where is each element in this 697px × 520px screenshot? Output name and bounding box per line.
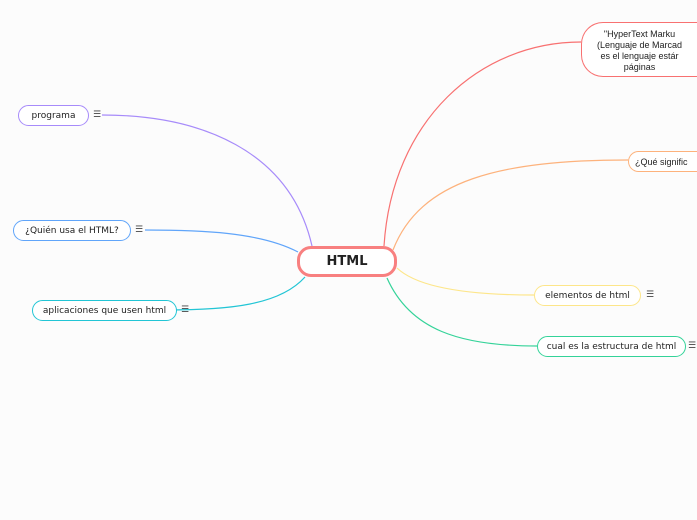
node-label: ¿Qué signific (635, 156, 688, 167)
node-label: elementos de html (545, 290, 630, 301)
node-estructura[interactable]: cual es la estructura de html (537, 336, 686, 357)
link-programa (101, 114, 313, 247)
menu-icon[interactable]: ☰ (181, 305, 190, 315)
link-quien-usa (144, 229, 299, 253)
definition-line: es el lenguaje estár (600, 51, 679, 61)
central-topic-label: HTML (326, 254, 368, 269)
node-label: programa (31, 110, 76, 121)
node-quien-usa[interactable]: ¿Quién usa el HTML? (13, 220, 131, 241)
definition-node[interactable]: "HyperText Marku (Lenguaje de Marcad es … (581, 22, 697, 77)
node-programa[interactable]: programa (18, 105, 89, 126)
link-que-significa (392, 159, 629, 251)
menu-icon[interactable]: ☰ (688, 341, 697, 351)
definition-line: páginas (623, 62, 656, 72)
definition-line: "HyperText Marku (603, 29, 676, 39)
node-label: aplicaciones que usen html (42, 305, 167, 316)
central-topic[interactable]: HTML (297, 246, 397, 277)
node-elementos[interactable]: elementos de html (534, 285, 641, 306)
node-label: cual es la estructura de html (546, 341, 677, 352)
node-label: ¿Quién usa el HTML? (25, 225, 119, 236)
node-aplicaciones[interactable]: aplicaciones que usen html (32, 300, 177, 321)
link-elementos (396, 267, 535, 296)
menu-icon[interactable]: ☰ (135, 225, 144, 235)
node-que-significa[interactable]: ¿Qué signific (628, 151, 697, 172)
menu-icon[interactable]: ☰ (646, 290, 655, 300)
link-estructura (386, 277, 538, 347)
definition-line: (Lenguaje de Marcad (596, 40, 683, 50)
menu-icon[interactable]: ☰ (93, 110, 102, 120)
link-aplicaciones (164, 276, 306, 311)
link-definition (383, 41, 582, 247)
